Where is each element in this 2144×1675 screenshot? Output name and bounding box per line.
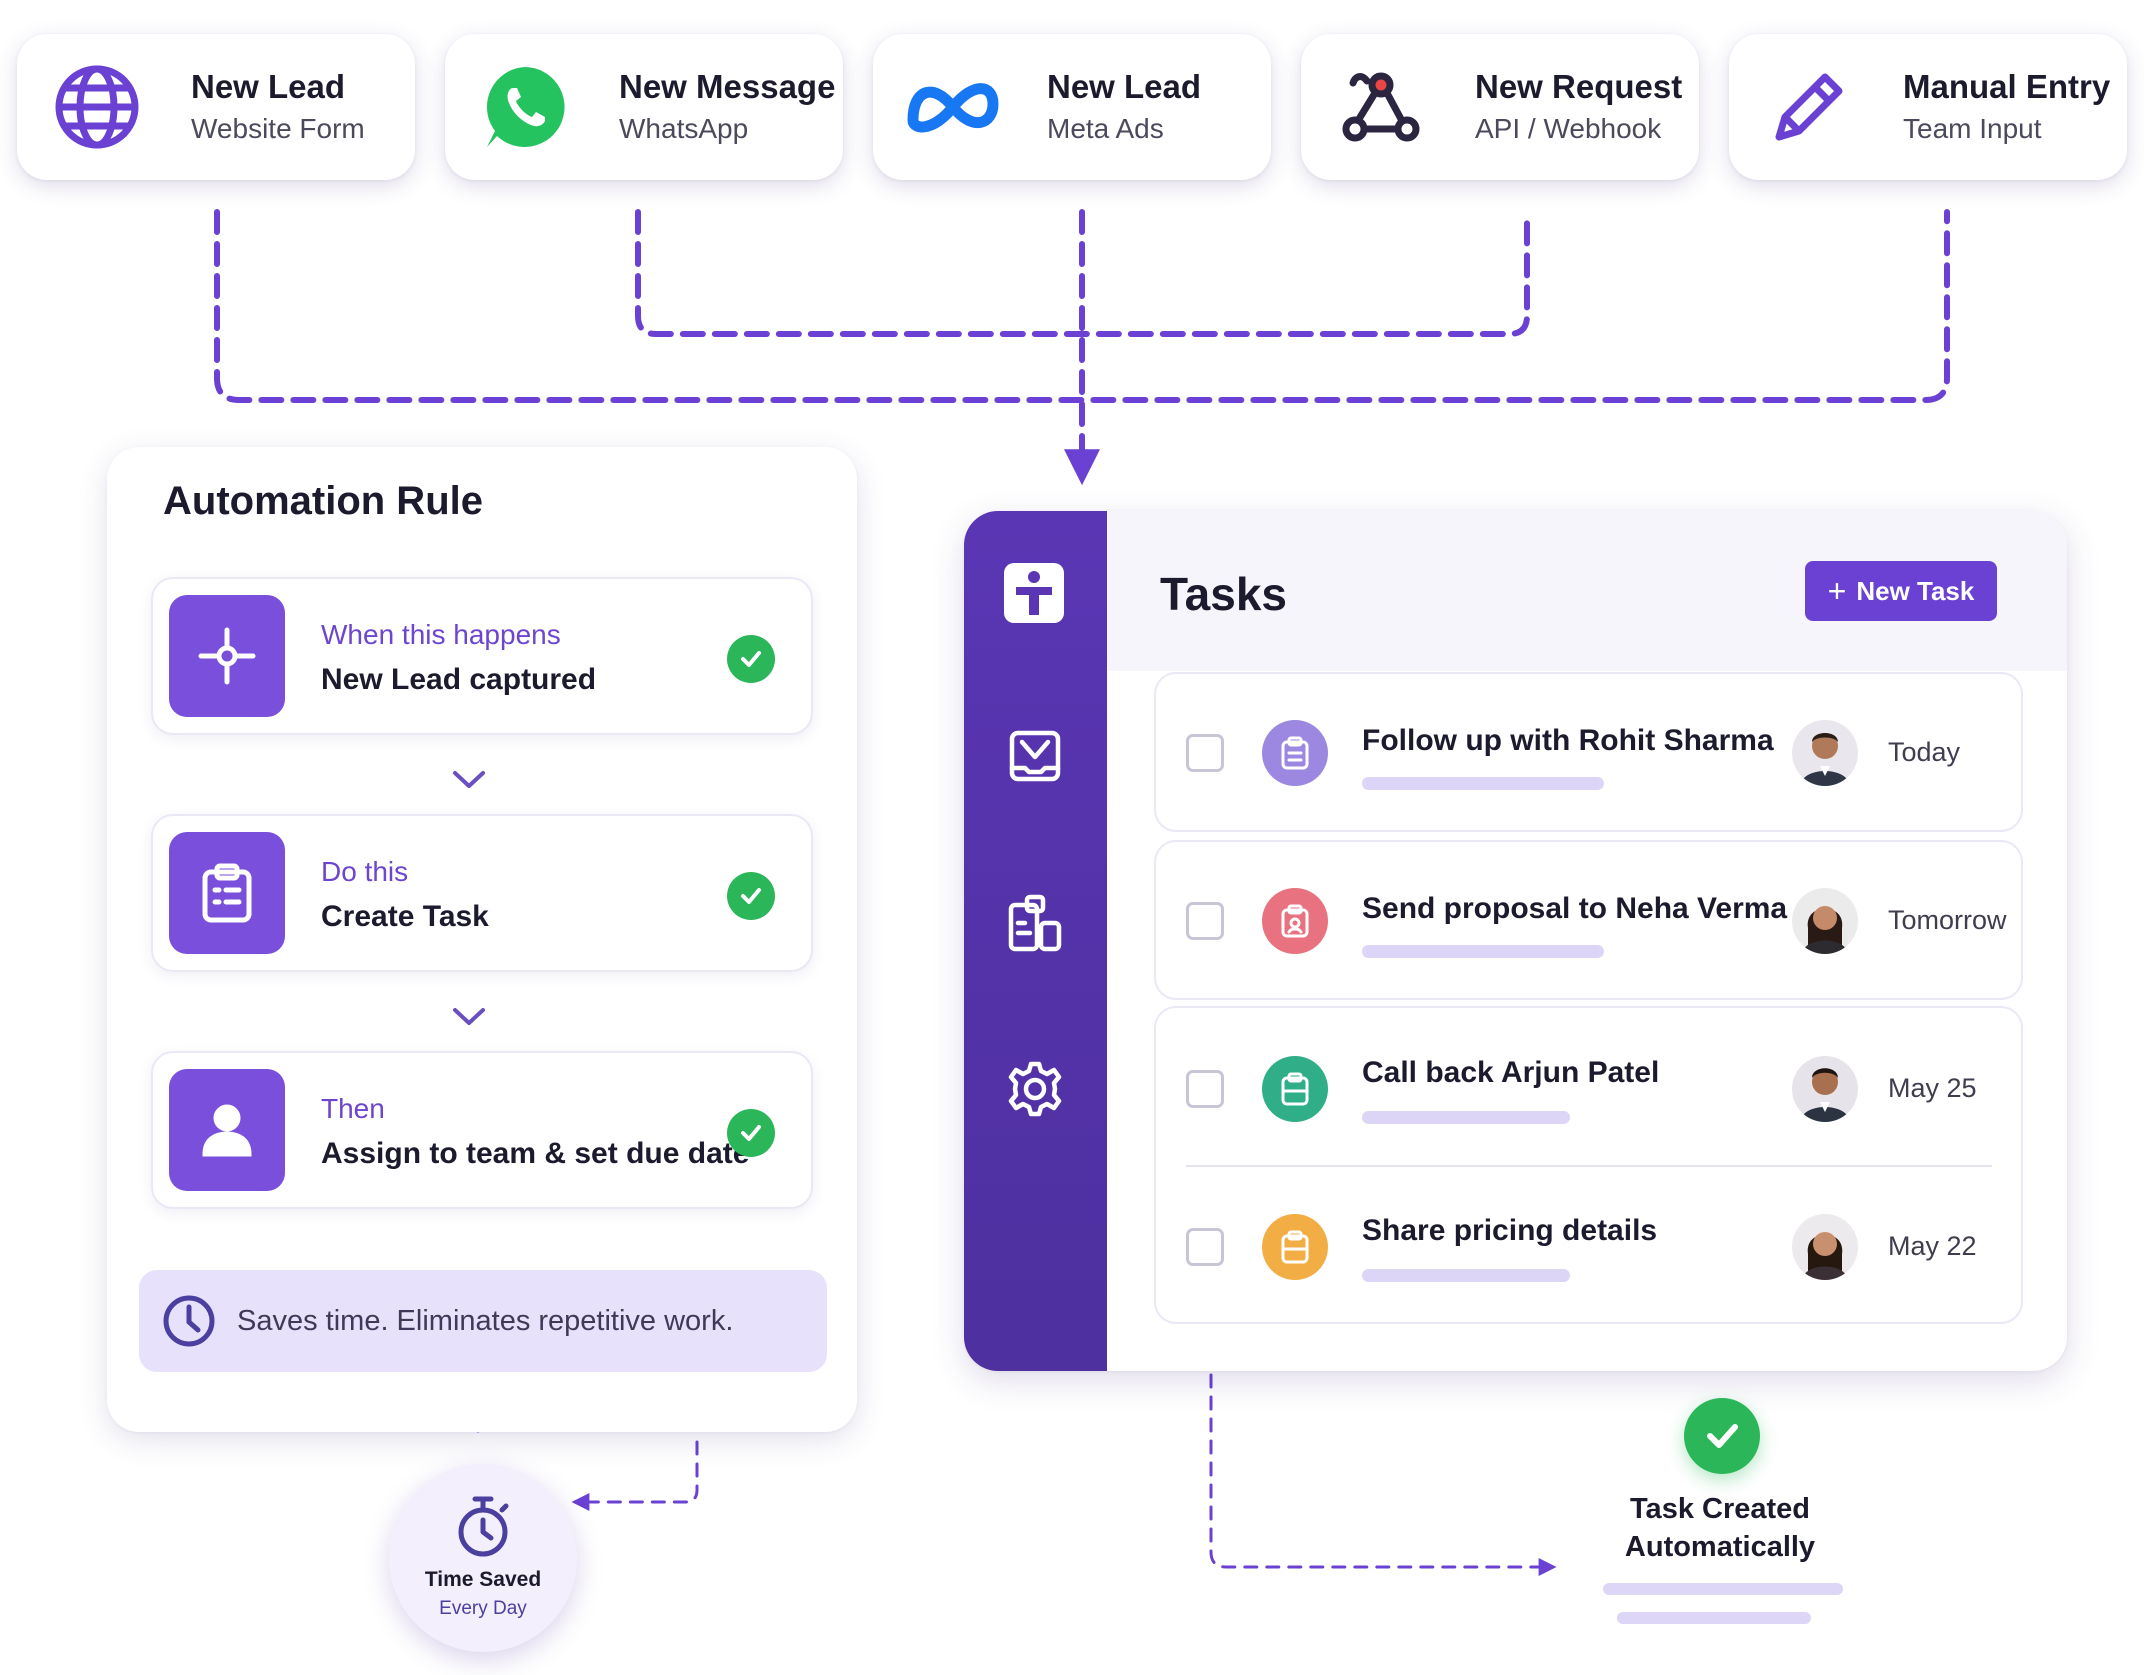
chevron-down-icon	[453, 771, 485, 788]
clipboard-icon	[1262, 720, 1328, 786]
sidebar-dashboard-icon[interactable]	[1000, 888, 1070, 958]
source-card-whatsapp[interactable]: New Message WhatsApp	[445, 34, 843, 180]
step-value: Create Task	[321, 900, 489, 933]
task-row[interactable]: Call back Arjun Patel May 25	[1156, 1008, 2021, 1164]
task-due-date: Tomorrow	[1888, 905, 2007, 935]
time-saved-title: Time Saved	[424, 1568, 542, 1591]
task-checkbox[interactable]	[1186, 734, 1224, 772]
check-icon	[727, 635, 775, 683]
task-progress-bar	[1362, 1269, 1570, 1282]
source-card-webhook[interactable]: New Request API / Webhook	[1301, 34, 1699, 180]
task-checkbox[interactable]	[1186, 902, 1224, 940]
sidebar-inbox-icon[interactable]	[1000, 721, 1070, 791]
automation-rule-panel: Automation Rule When this happens New Le…	[107, 447, 857, 1432]
rule-title: Automation Rule	[163, 479, 483, 523]
chevron-down-icon	[453, 1008, 485, 1025]
rule-step-then[interactable]: Then Assign to team & set due date	[151, 1051, 813, 1209]
app-logo-icon[interactable]	[1004, 563, 1064, 623]
task-row[interactable]: Follow up with Rohit Sharma Today	[1154, 672, 2023, 832]
step-label: Then	[321, 1093, 385, 1124]
webhook-icon	[1331, 57, 1431, 157]
result-placeholder-bar	[1603, 1583, 1843, 1595]
new-task-button[interactable]: + New Task	[1805, 561, 1997, 621]
task-checkbox[interactable]	[1186, 1228, 1224, 1266]
task-checkbox[interactable]	[1186, 1070, 1224, 1108]
benefit-banner: Saves time. Eliminates repetitive work.	[139, 1270, 827, 1372]
task-divider	[1186, 1165, 1992, 1167]
clipboard-icon	[1262, 888, 1328, 954]
source-title: New Lead	[191, 68, 346, 105]
source-card-meta-ads[interactable]: New Lead Meta Ads	[873, 34, 1271, 180]
time-saved-subtitle: Every Day	[439, 1598, 527, 1619]
task-due-date: Today	[1888, 737, 1961, 767]
clipboard-icon	[169, 832, 285, 954]
source-subtitle: Website Form	[191, 113, 365, 144]
clock-icon	[163, 1295, 215, 1347]
user-icon	[169, 1069, 285, 1191]
stopwatch-icon	[458, 1496, 509, 1557]
sidebar-settings-icon[interactable]	[1000, 1054, 1070, 1124]
source-title: Manual Entry	[1903, 68, 2111, 105]
source-subtitle: Team Input	[1903, 113, 2042, 144]
avatar	[1792, 1056, 1858, 1122]
tasks-title: Tasks	[1160, 568, 1288, 620]
rule-step-action[interactable]: Do this Create Task	[151, 814, 813, 972]
source-subtitle: Meta Ads	[1047, 113, 1164, 144]
result-text: Task Created Automatically	[1624, 1493, 1816, 1563]
avatar	[1792, 888, 1858, 954]
source-subtitle: API / Webhook	[1475, 113, 1662, 144]
task-progress-bar	[1362, 777, 1604, 790]
task-due-date: May 25	[1888, 1073, 1977, 1103]
result-placeholder-bar	[1617, 1612, 1811, 1624]
clipboard-icon	[1262, 1056, 1328, 1122]
clipboard-icon	[1262, 1214, 1328, 1280]
task-title: Share pricing details	[1362, 1214, 1658, 1247]
plus-icon: +	[1827, 573, 1847, 609]
avatar	[1792, 720, 1858, 786]
globe-icon	[47, 57, 147, 157]
step-value: New Lead captured	[321, 663, 597, 696]
task-title: Call back Arjun Patel	[1362, 1056, 1660, 1089]
whatsapp-icon	[475, 57, 575, 157]
source-title: New Message	[619, 68, 836, 105]
source-card-website-form[interactable]: New Lead Website Form	[17, 34, 415, 180]
check-icon	[727, 872, 775, 920]
task-progress-bar	[1362, 945, 1604, 958]
pencil-icon	[1759, 57, 1859, 157]
task-title: Follow up with Rohit Sharma	[1362, 724, 1774, 757]
step-label: When this happens	[321, 619, 561, 650]
meta-icon	[903, 57, 1003, 157]
benefit-text: Saves time. Eliminates repetitive work.	[237, 1304, 734, 1337]
check-icon	[727, 1109, 775, 1157]
source-title: New Lead	[1047, 68, 1202, 105]
trigger-icon	[169, 595, 285, 717]
step-value: Assign to team & set due date	[321, 1137, 750, 1170]
task-row[interactable]: Send proposal to Neha Verma Tomorrow	[1154, 840, 2023, 1000]
rule-step-trigger[interactable]: When this happens New Lead captured	[151, 577, 813, 735]
new-task-label: New Task	[1856, 575, 1975, 606]
task-due-date: May 22	[1888, 1231, 1977, 1261]
time-saved-badge: Time Saved Every Day	[389, 1464, 577, 1652]
source-card-manual-entry[interactable]: Manual Entry Team Input	[1729, 34, 2127, 180]
task-row[interactable]: Share pricing details May 22	[1156, 1166, 2021, 1322]
task-progress-bar	[1362, 1111, 1570, 1124]
source-subtitle: WhatsApp	[619, 113, 749, 144]
avatar	[1792, 1214, 1858, 1280]
tasks-sidebar	[964, 511, 1107, 1371]
task-title: Send proposal to Neha Verma	[1362, 892, 1788, 925]
source-title: New Request	[1475, 68, 1683, 105]
success-check-icon	[1684, 1398, 1760, 1474]
step-label: Do this	[321, 856, 409, 887]
